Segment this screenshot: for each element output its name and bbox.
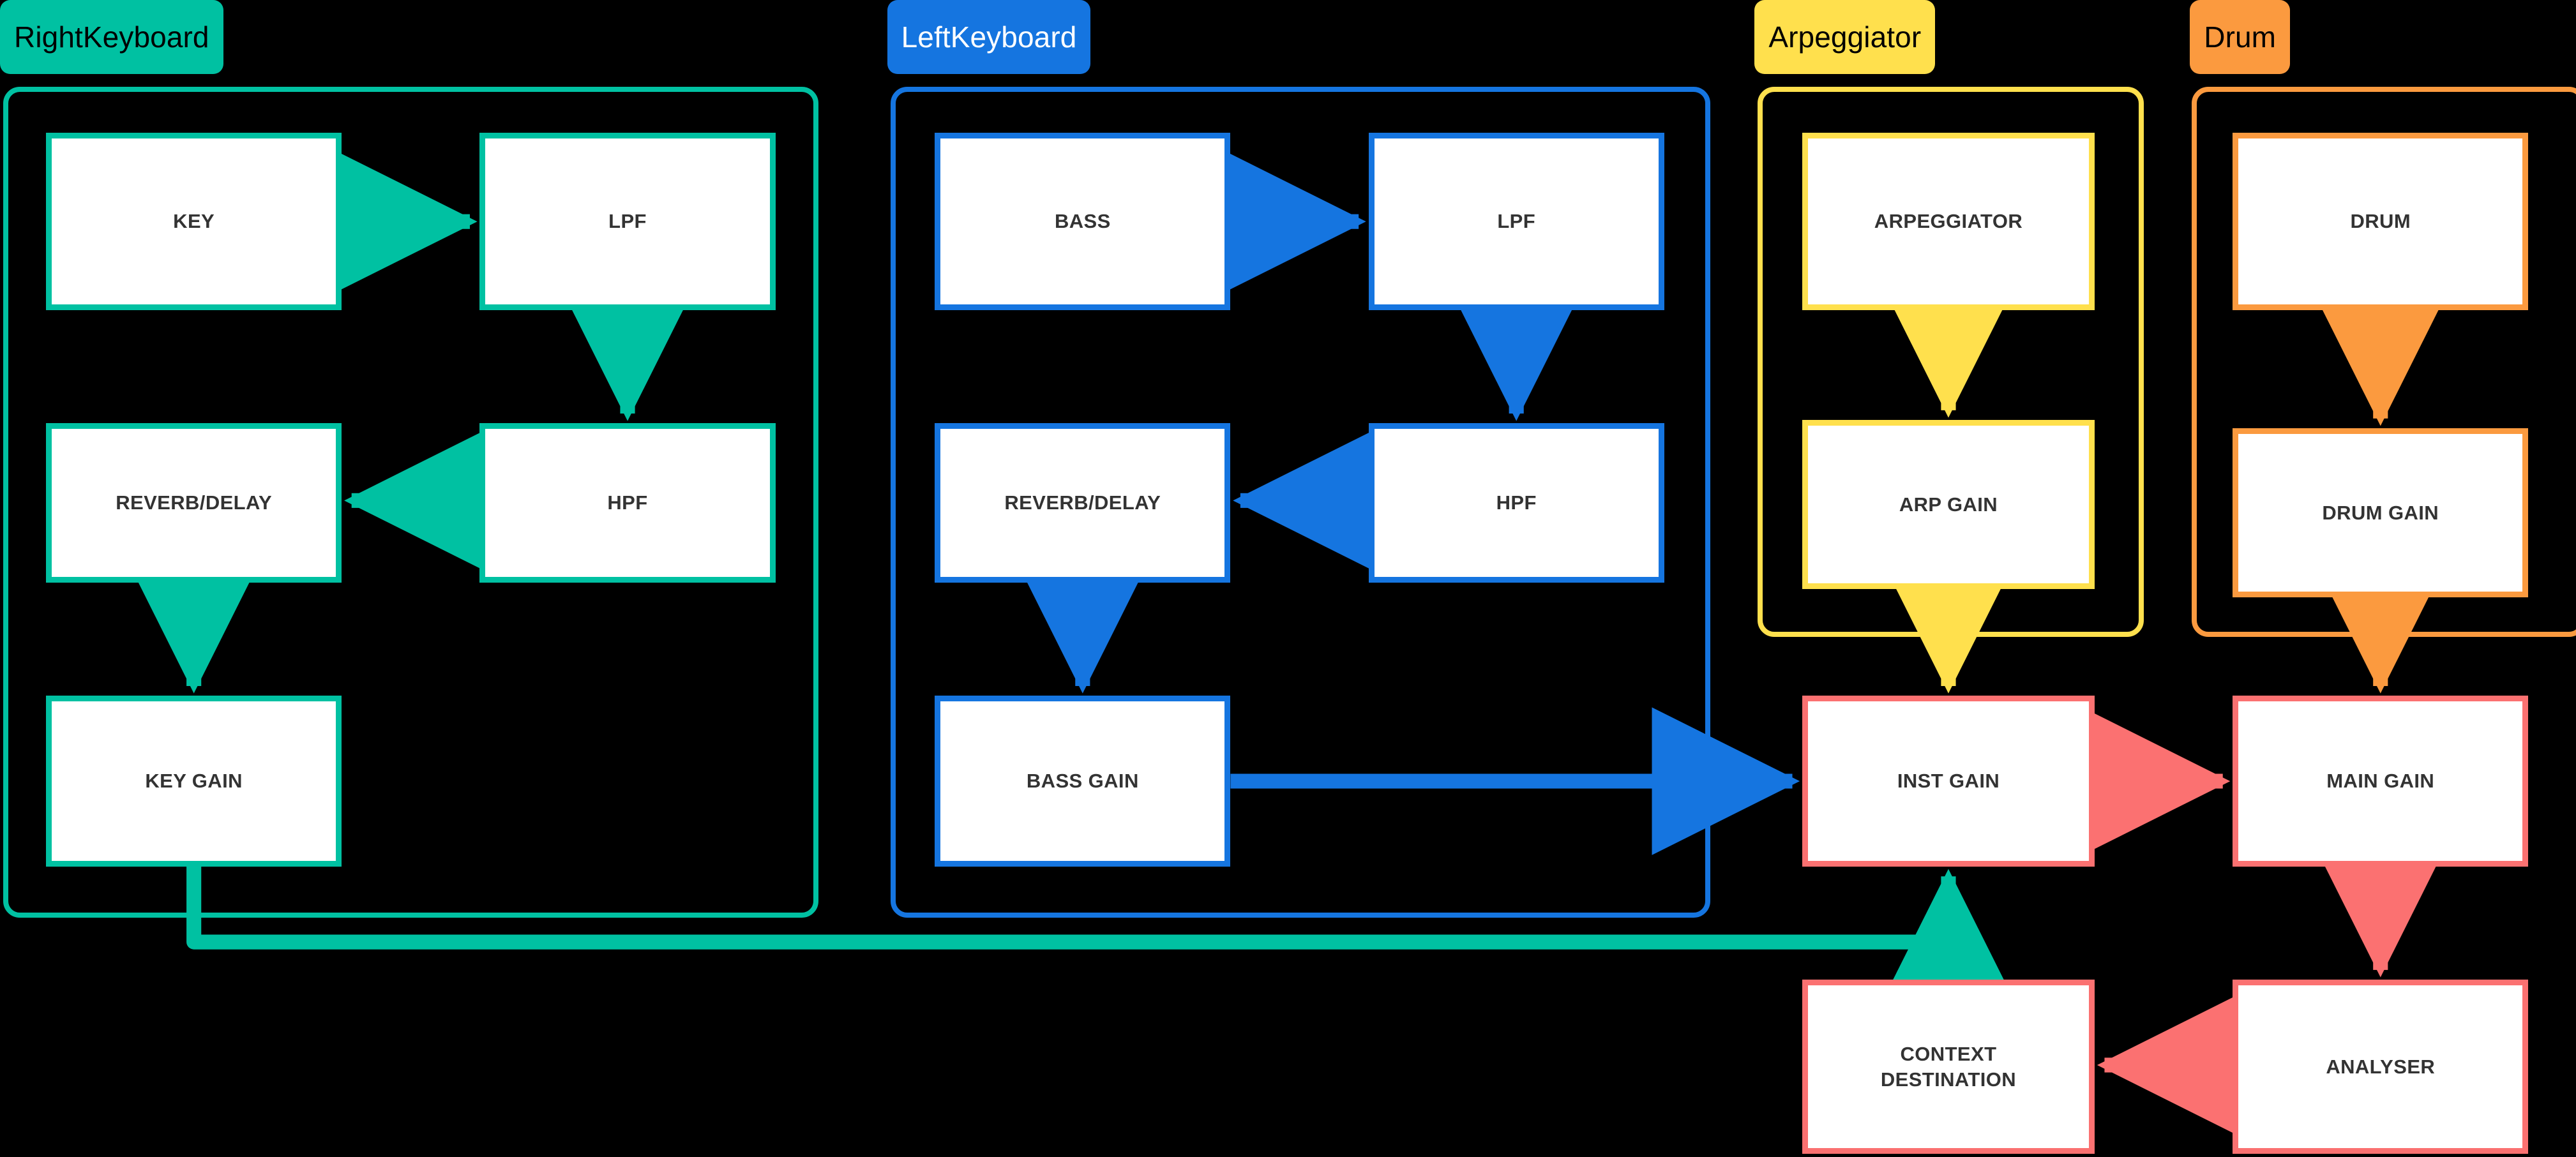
node-label-context-destination: CONTEXT DESTINATION bbox=[1880, 1042, 2017, 1091]
node-inst-gain[interactable]: INST GAIN bbox=[1802, 696, 2095, 867]
node-hpf-right[interactable]: HPF bbox=[479, 423, 776, 583]
group-title-drum[interactable]: Drum bbox=[2190, 0, 2291, 74]
node-context-destination[interactable]: CONTEXT DESTINATION bbox=[1802, 980, 2095, 1154]
node-lpf-left[interactable]: LPF bbox=[1368, 133, 1664, 311]
node-reverb-right[interactable]: REVERB/DELAY bbox=[46, 423, 342, 583]
node-bass[interactable]: BASS bbox=[935, 133, 1231, 311]
node-drum[interactable]: DRUM bbox=[2233, 133, 2529, 311]
node-label-arpeggiator: ARPEGGIATOR bbox=[1874, 210, 2023, 233]
node-main-gain[interactable]: MAIN GAIN bbox=[2233, 696, 2529, 867]
node-key-gain[interactable]: KEY GAIN bbox=[46, 696, 342, 867]
node-label-lpf-left: LPF bbox=[1497, 210, 1536, 233]
node-drum-gain[interactable]: DRUM GAIN bbox=[2233, 428, 2529, 598]
group-title-arpeggiator[interactable]: Arpeggiator bbox=[1754, 0, 1936, 74]
node-label-bass: BASS bbox=[1054, 210, 1111, 233]
node-arp-gain[interactable]: ARP GAIN bbox=[1802, 420, 2095, 590]
node-label-key-gain: KEY GAIN bbox=[145, 770, 243, 793]
node-analyser[interactable]: ANALYSER bbox=[2233, 980, 2529, 1154]
group-title-right-keyboard[interactable]: RightKeyboard bbox=[0, 0, 223, 74]
node-label-hpf-right: HPF bbox=[607, 491, 648, 514]
node-bass-gain[interactable]: BASS GAIN bbox=[935, 696, 1231, 867]
node-label-drum: DRUM bbox=[2350, 210, 2411, 233]
node-lpf-right[interactable]: LPF bbox=[479, 133, 776, 311]
node-label-arp-gain: ARP GAIN bbox=[1899, 493, 1998, 516]
node-label-analyser: ANALYSER bbox=[2326, 1055, 2436, 1078]
node-arpeggiator[interactable]: ARPEGGIATOR bbox=[1802, 133, 2095, 311]
node-label-main-gain: MAIN GAIN bbox=[2326, 770, 2435, 793]
node-hpf-left[interactable]: HPF bbox=[1368, 423, 1664, 583]
node-label-lpf-right: LPF bbox=[608, 210, 647, 233]
node-reverb-left[interactable]: REVERB/DELAY bbox=[935, 423, 1231, 583]
node-label-reverb-left: REVERB/DELAY bbox=[1004, 491, 1161, 514]
group-title-left-keyboard[interactable]: LeftKeyboard bbox=[887, 0, 1091, 74]
node-label-reverb-right: REVERB/DELAY bbox=[116, 491, 273, 514]
node-label-hpf-left: HPF bbox=[1496, 491, 1537, 514]
node-label-drum-gain: DRUM GAIN bbox=[2322, 501, 2439, 524]
node-key[interactable]: KEY bbox=[46, 133, 342, 311]
node-label-bass-gain: BASS GAIN bbox=[1026, 770, 1139, 793]
node-label-inst-gain: INST GAIN bbox=[1897, 770, 2000, 793]
node-label-key: KEY bbox=[173, 210, 215, 233]
